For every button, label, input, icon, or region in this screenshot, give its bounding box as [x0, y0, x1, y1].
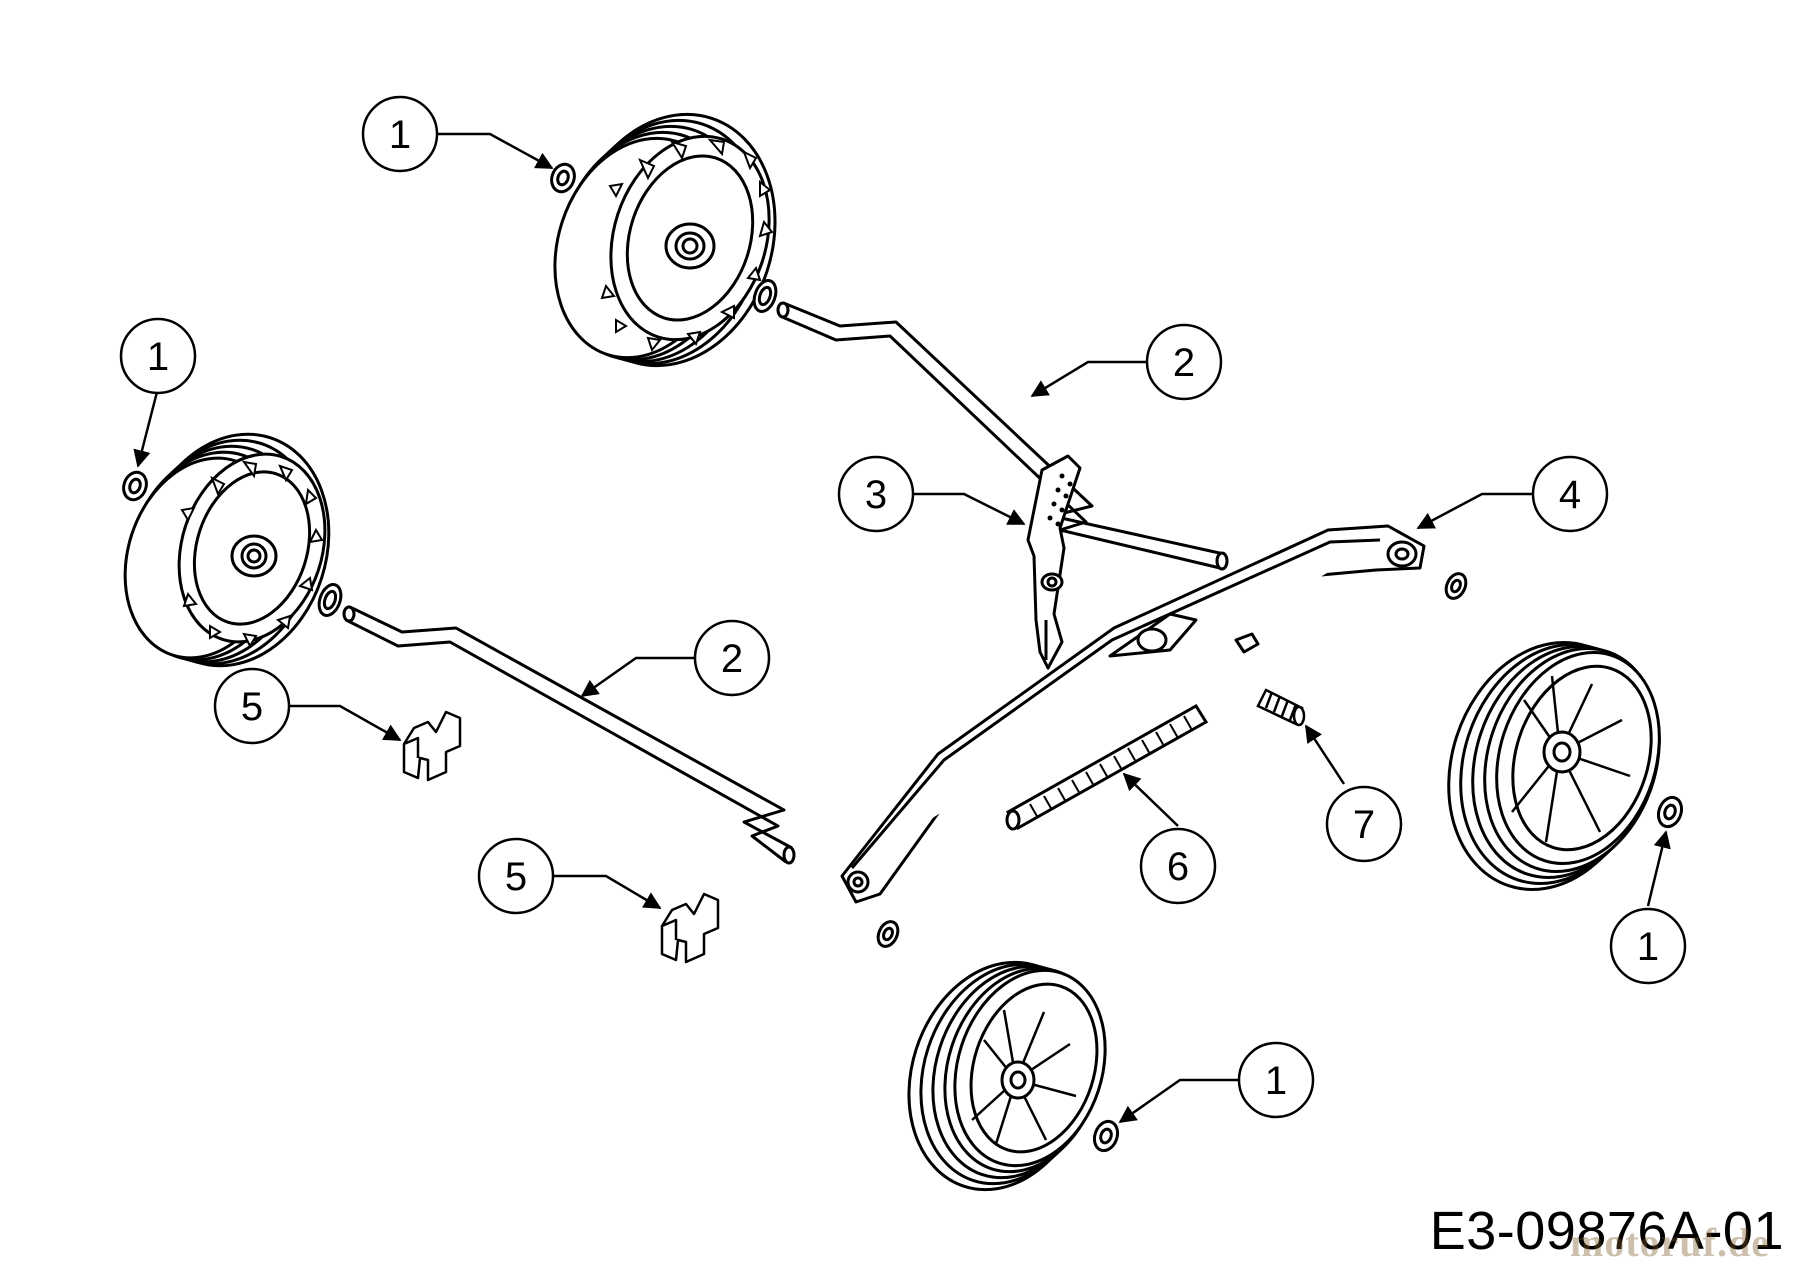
- callout-1-left: 1: [119, 317, 197, 395]
- callout-label: 3: [865, 473, 887, 517]
- washer-right-wheel: [1656, 795, 1684, 829]
- threaded-rod: [1005, 703, 1209, 831]
- rear-wheel-lower: [123, 432, 331, 668]
- axle-upper: [776, 301, 1229, 571]
- callout-label: 2: [1173, 341, 1195, 385]
- callout-label: 6: [1167, 845, 1189, 889]
- callout-5-lower: 5: [477, 837, 555, 915]
- callout-5-upper: 5: [213, 667, 291, 745]
- washer-lower-left-wheel: [122, 470, 343, 617]
- washer-bracket: [876, 572, 1468, 948]
- callout-label: 1: [147, 335, 169, 379]
- watermark: motoruf.de: [1570, 1220, 1770, 1265]
- washer-upper-left-wheel: [550, 162, 778, 313]
- callout-label: 1: [1637, 925, 1659, 969]
- callout-7: 7: [1325, 785, 1403, 863]
- callout-label: 7: [1353, 803, 1375, 847]
- callout-1-bottom: 1: [1237, 1041, 1315, 1119]
- callout-3: 3: [837, 455, 915, 533]
- callout-label: 1: [1265, 1059, 1287, 1103]
- drawing-id: E3-09876A-01: [1429, 1201, 1784, 1261]
- front-wheel-right: [1447, 641, 1661, 891]
- axle-bracket: [840, 524, 1426, 904]
- clip-upper: [402, 710, 462, 782]
- callout-label: 5: [505, 855, 527, 899]
- callout-1-top-left: 1: [361, 95, 439, 173]
- callout-label: 2: [721, 637, 743, 681]
- callout-label: 1: [389, 113, 411, 157]
- callout-1-right: 1: [1609, 907, 1687, 985]
- clip-lower: [660, 892, 720, 964]
- front-wheel-bottom: [907, 960, 1107, 1192]
- height-adjuster-lever: [1026, 454, 1082, 670]
- callout-2-lower: 2: [693, 619, 771, 697]
- callout-label: 5: [241, 685, 263, 729]
- callout-2-upper: 2: [1145, 323, 1223, 401]
- callout-6: 6: [1139, 827, 1217, 905]
- rear-wheel-upper: [553, 112, 777, 368]
- spring: [1256, 688, 1306, 727]
- axle-lower: [342, 605, 796, 865]
- callouts: [133, 132, 1671, 1124]
- callout-4: 4: [1531, 455, 1609, 533]
- washer-bottom-wheel: [1092, 1119, 1120, 1153]
- callout-label: 4: [1559, 473, 1581, 517]
